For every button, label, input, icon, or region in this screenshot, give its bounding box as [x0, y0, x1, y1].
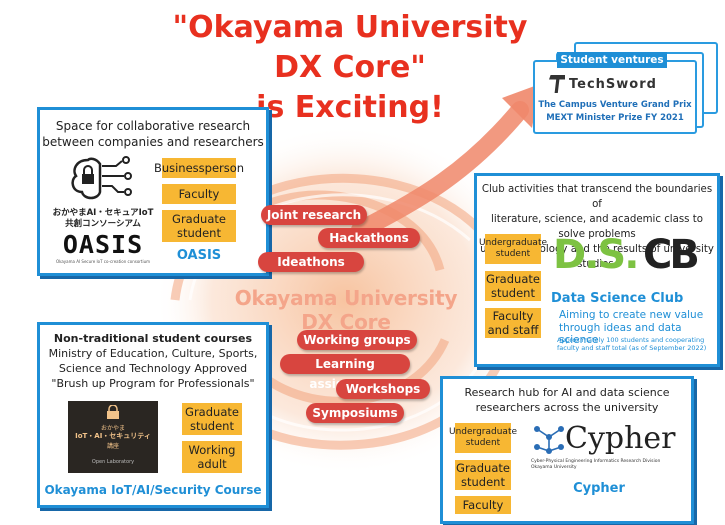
cypher-panel: Research hub for AI and data science res… [440, 376, 694, 524]
cypher-role-1: Undergraduate student [449, 423, 517, 453]
growth-arrow [351, 101, 529, 239]
techsword-wordmark: TechSword [569, 76, 657, 92]
data-science-club-panel: Club activities that transcend the bound… [474, 173, 720, 367]
course-logo-1: おかやま [100, 425, 125, 432]
course-desc-line-2: Science and Technology Approved [58, 362, 248, 375]
club-count-2: faculty and staff total (as of September… [557, 344, 707, 352]
techsword-logo: TechSword [549, 74, 684, 94]
oasis-logo-jp-1: おかやまAI・セキュアIoT [52, 208, 154, 218]
course-logo-4: Open Laboratory [91, 459, 135, 465]
club-title-line-2: literature, science, and academic class … [491, 214, 703, 240]
cypher-logo: Cypher Cyber-Physical Engineering Inform… [529, 419, 679, 479]
club-role-2: Graduate student [485, 271, 541, 301]
club-aim-2: through ideas and data science [559, 322, 682, 346]
ds-logo: D.S. CB [553, 232, 703, 284]
award-line-1: The Campus Venture Grand Prix [538, 100, 692, 110]
ds-logo-text: D.S. [553, 232, 639, 278]
course-desc-line-3: "Brush up Program for Professionals" [51, 377, 255, 390]
club-count-1: Approximately 100 students and cooperati… [557, 336, 705, 344]
oasis-role-3: Graduate student [162, 210, 236, 242]
ventures-card: Student ventures TechSword The Campus Ve… [533, 52, 697, 134]
course-role-1: Graduate student [182, 403, 242, 435]
center-title: Okayama University DX Core [234, 286, 458, 334]
oasis-title: Space for collaborative research between… [40, 118, 266, 150]
course-panel: Non-traditional student courses Ministry… [37, 322, 269, 508]
activity-workshops: Workshops [336, 379, 430, 399]
lock-icon [107, 405, 119, 419]
club-role-3: Faculty and staff [485, 308, 541, 338]
activity-joint-research: Joint research [261, 205, 367, 225]
activity-ideathons: Ideathons [258, 252, 364, 272]
headline-line-2: DX Core" [274, 50, 426, 85]
activity-working-groups: Working groups [297, 330, 417, 350]
club-title-line-3: using technology and the results of univ… [480, 244, 714, 270]
ventures-tab: Student ventures [557, 52, 667, 68]
course-role-2: Working adult [182, 441, 242, 473]
brain-circuit-icon [71, 156, 132, 200]
cypher-logo-sub-2: Okayama University [531, 465, 577, 470]
sword-icon [549, 75, 565, 93]
award-line-2: MEXT Minister Prize FY 2021 [546, 113, 684, 123]
course-title-block: Non-traditional student courses Ministry… [40, 331, 266, 391]
cypher-role-3: Faculty [455, 496, 511, 514]
cypher-name: Cypher [573, 481, 625, 496]
cypher-role-2: Graduate student [455, 460, 511, 490]
course-name: Okayama IoT/AI/Security Course [44, 483, 262, 497]
oasis-title-line-2: between companies and researchers [42, 135, 264, 149]
oasis-name: OASIS [176, 248, 222, 263]
cypher-logo-word: Cypher [565, 421, 676, 456]
headline-line-3: is Exciting! [256, 90, 444, 125]
course-title: Non-traditional student courses [53, 332, 253, 345]
headline-line-1: "Okayama University [172, 10, 528, 45]
club-aim-1: Aiming to create new value [559, 309, 704, 321]
oasis-title-line-1: Space for collaborative research [55, 119, 251, 133]
club-title-line-1: Club activities that transcend the bound… [481, 184, 713, 210]
cypher-title: Research hub for AI and data science res… [443, 385, 691, 415]
oasis-role-2: Faculty [162, 184, 236, 204]
oasis-logo-jp-2: 共創コンソーシアム [65, 219, 141, 229]
oasis-logo-word: OASIS [62, 230, 144, 259]
activity-symposiums: Symposiums [306, 403, 404, 423]
course-logo: おかやま IoT・AI・セキュリティ 講座 Open Laboratory [68, 401, 158, 473]
molecule-icon [534, 426, 564, 454]
club-role-1: Undergraduate student [479, 234, 547, 264]
club-name: Data Science Club [551, 291, 684, 306]
cypher-title-line-1: Research hub for AI and data science [464, 386, 670, 399]
oasis-logo-sub: Okayama AI Secure IoT co-creation consor… [55, 259, 151, 264]
course-logo-3: 講座 [106, 443, 119, 450]
club-title: Club activities that transcend the bound… [477, 182, 717, 272]
headline: "Okayama University DX Core" is Exciting… [170, 8, 530, 128]
course-logo-2: IoT・AI・セキュリティ [75, 432, 151, 440]
activity-hackathons: Hackathons [318, 228, 420, 248]
oasis-role-1: Businessperson [154, 158, 244, 178]
oasis-logo: おかやまAI・セキュアIoT 共創コンソーシアム OASIS Okayama A… [48, 156, 158, 266]
course-desc-line-1: Ministry of Education, Culture, Sports, [48, 347, 258, 360]
oasis-panel: Space for collaborative research between… [37, 107, 269, 276]
cypher-logo-sub-1: Cyber-Physical Engineering Informatics R… [531, 459, 661, 464]
cb-logo-text: CB [643, 232, 700, 278]
activity-learning-assistance: Learning assistance [280, 354, 410, 391]
cypher-title-line-2: researchers across the university [475, 401, 659, 414]
